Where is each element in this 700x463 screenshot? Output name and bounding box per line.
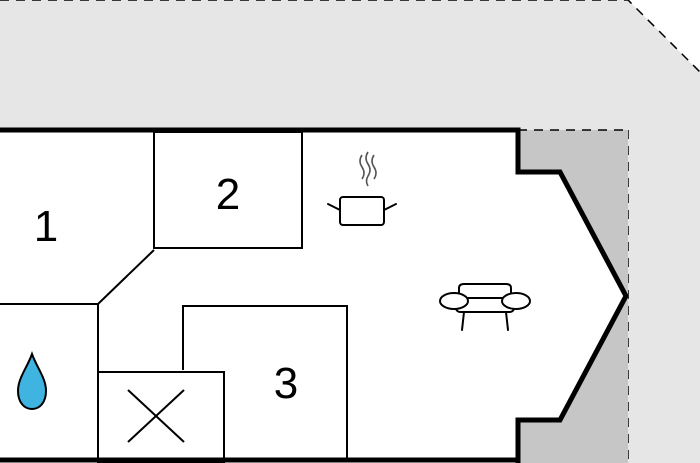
cooking-pot-icon	[327, 151, 397, 226]
room-number-1: 1	[34, 202, 58, 251]
armchair-icon	[439, 283, 531, 331]
balcony-area	[518, 130, 628, 463]
room-3-walls	[182, 305, 348, 462]
interior-area	[0, 130, 626, 463]
terrace-outline	[0, 0, 700, 73]
shaft-box	[97, 371, 225, 463]
water-drop-icon	[16, 351, 48, 411]
room-number-3: 3	[274, 359, 298, 408]
room-number-2: 2	[216, 170, 240, 219]
crossed-box-icon	[127, 389, 185, 443]
outer-wall	[0, 127, 629, 463]
